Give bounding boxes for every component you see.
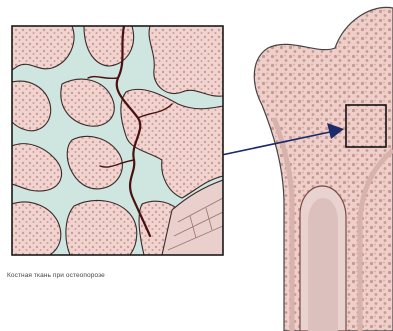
medullary-canal-shade [308, 198, 338, 331]
figure-caption: Костная ткань при остеопорозе [7, 272, 105, 279]
magnified-bone-tissue [12, 26, 223, 255]
trabecula-3 [149, 26, 223, 96]
femur-illustration [254, 7, 393, 331]
